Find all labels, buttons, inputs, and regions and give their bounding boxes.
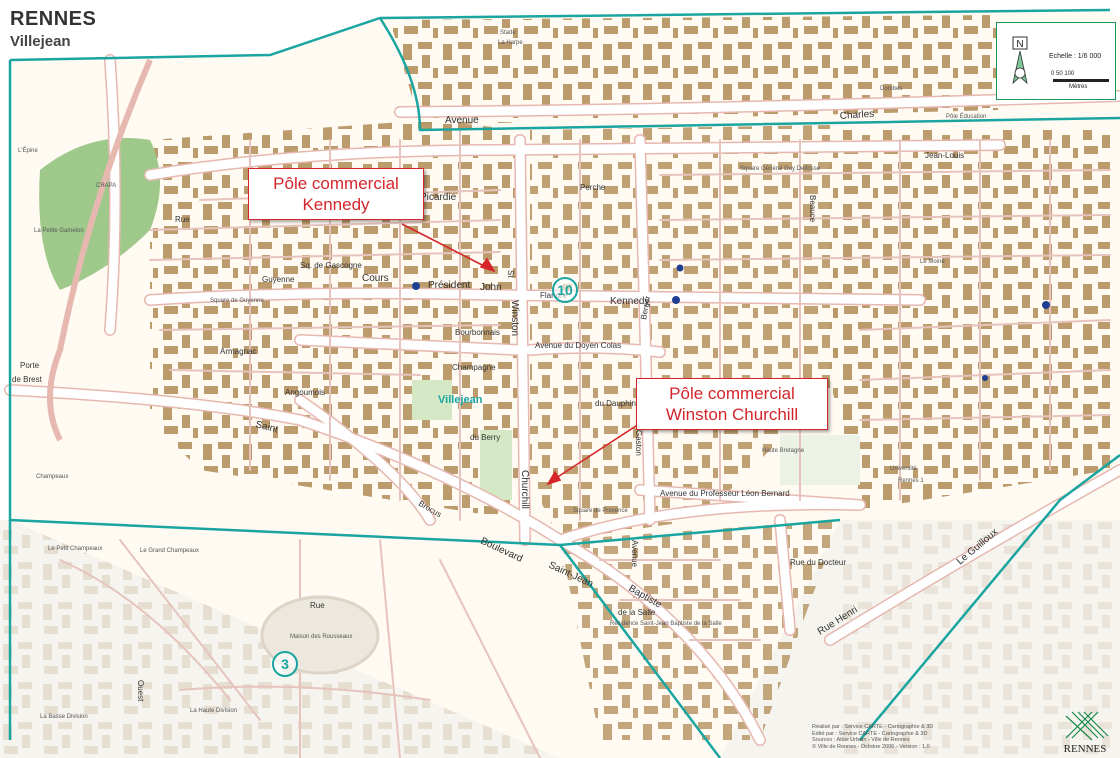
interchange: [47, 58, 153, 442]
buildings-east: [830, 130, 1110, 510]
metro-markers: [412, 264, 1050, 381]
label-champagne: Champagne: [452, 363, 496, 372]
map-credits: Réalisé par : Service CARTE - Cartograph…: [812, 724, 1008, 758]
label-avenue-v: Avenue: [630, 540, 639, 568]
label-stade: Stade: [500, 30, 516, 36]
label-beauce: Beauce: [808, 195, 817, 223]
credits-line4: © Ville de Rennes - Octobre 2006 - Versi…: [812, 743, 930, 750]
label-avenue-professeur: Avenue du Professeur Léon Bernard: [660, 489, 790, 498]
label-bourbonnais: Bourbonnais: [455, 328, 500, 337]
label-guyenne: Guyenne: [262, 275, 295, 284]
scale-bar: [1053, 79, 1109, 82]
label-champeaux: Champeaux: [36, 474, 68, 480]
callout-kennedy[interactable]: Pôle commercial Kennedy: [248, 168, 424, 220]
sports-field: [480, 430, 512, 500]
label-president: Président: [428, 280, 470, 291]
label-winston: Winston: [509, 300, 520, 336]
label-avenue-doyen-colas: Avenue du Doyen Colas: [535, 341, 621, 350]
label-ru: Rue: [175, 215, 190, 224]
buildings-south: [560, 520, 840, 740]
label-square-guyenne: Square de Guyenne: [210, 298, 264, 304]
compass-icon: N: [1012, 36, 1028, 85]
label-sq-gascogne: Sq. de Gascogne: [300, 261, 362, 270]
label-avenue-top: Avenue: [445, 115, 479, 126]
label-basse-division: La Basse Division: [40, 714, 88, 720]
label-square-general: Square Général Guy Delfosse: [740, 166, 821, 172]
rennes-logo: RENNES: [1064, 711, 1109, 755]
label-dombes: Dombes: [880, 86, 902, 92]
scale-title: Echelle : 1/6 000: [1049, 53, 1102, 60]
label-la-harpe: La Harpe: [498, 40, 523, 46]
label-haute-bretagne: Haute Bretagne: [762, 448, 805, 454]
buildings-center: [530, 125, 840, 540]
label-kennedy: Kennedy: [610, 296, 649, 307]
roads: [4, 54, 1120, 758]
callout-churchill-line2: Winston Churchill: [665, 405, 799, 424]
label-petit-champeaux: Le Petit Champeaux: [48, 546, 102, 552]
scale-ticks: 0 50 100: [1051, 71, 1075, 77]
credits-line1: Réalisé par : Service CARTE - Cartograph…: [812, 724, 934, 730]
label-residence: Résidence Saint-Jean Baptiste de la Sall…: [610, 621, 722, 627]
callout-churchill[interactable]: Pôle commercial Winston Churchill: [636, 378, 828, 430]
label-lepine: L'Épine: [18, 147, 38, 154]
label-jean-louis: Jean-Louis: [925, 151, 964, 160]
callout-kennedy-line2: Kennedy: [302, 195, 370, 214]
bus-line-badge-10[interactable]: 10: [552, 277, 578, 303]
label-universite: Université: [890, 466, 917, 472]
buildings-north: [390, 15, 1000, 125]
label-angoumois: Angoumois: [285, 388, 325, 397]
label-armagnac: Armagnac: [220, 347, 256, 356]
label-grand-champeaux: Le Grand Champeaux: [140, 548, 199, 554]
scale-unit: Mètres: [1069, 84, 1088, 90]
label-pole-education: Pôle Éducation: [946, 113, 986, 120]
label-villejean: Villejean: [438, 394, 483, 406]
label-st: St: [506, 270, 515, 278]
label-rue-doyen: Rue du Docteur: [790, 558, 846, 567]
label-berger: Berger: [639, 295, 652, 321]
label-john: John: [480, 282, 502, 293]
label-de-brest: de Brest: [12, 375, 43, 384]
page-subtitle: Villejean: [10, 33, 71, 50]
logo-text: RENNES: [1064, 743, 1107, 755]
sports-field-univ: [780, 435, 860, 485]
credits-line2: Edité par : Service CARTE - Cartographie…: [812, 730, 928, 737]
compass-north-label: N: [1016, 39, 1023, 50]
label-du-berry: du Berry: [470, 433, 500, 442]
label-picardie: Picardie: [420, 192, 457, 203]
label-cours: Cours: [362, 273, 389, 284]
callout-kennedy-line1: Pôle commercial: [273, 174, 399, 193]
label-square-provence: Square de Provence: [573, 508, 628, 514]
label-crapa: CRAPA: [96, 183, 116, 189]
label-rue-dauphine: du Dauphiné: [595, 399, 641, 408]
label-churchill: Churchill: [519, 470, 530, 509]
label-porte: Porte: [20, 361, 40, 370]
park-villejean: [412, 380, 452, 420]
callout-arrows: [401, 223, 643, 486]
label-charles: Charles: [839, 109, 874, 122]
label-gaston: Gaston: [634, 430, 643, 456]
label-rennes-1: Rennes 1: [898, 478, 924, 484]
label-bd-saint: Saint: [254, 419, 279, 435]
label-perche: Perche: [580, 183, 606, 192]
label-le-moine: Le Moine: [920, 259, 945, 265]
bus-line-badge-3[interactable]: 3: [272, 651, 298, 677]
label-rue-bottom: Rue: [310, 601, 325, 610]
label-maison-rousseaux: Maison des Rousseaux: [290, 634, 352, 640]
outer-buildings-east: [840, 520, 1120, 758]
label-ouest: Ouest: [136, 680, 145, 702]
park-crapa: [39, 138, 160, 290]
page-title: RENNES: [10, 8, 97, 30]
label-haute-division: La Haute Division: [190, 708, 237, 714]
callout-churchill-line1: Pôle commercial: [669, 384, 795, 403]
label-petite-gamelon: La Petite Gamelon: [34, 228, 84, 234]
credits-line3: Sources : Atlas Urbain - Ville de Rennes: [812, 737, 910, 743]
label-de-la-salle: de la Salle: [618, 608, 656, 617]
map-legend: N Echelle : 1/6 000 0 50 100 Mètres: [996, 22, 1116, 100]
